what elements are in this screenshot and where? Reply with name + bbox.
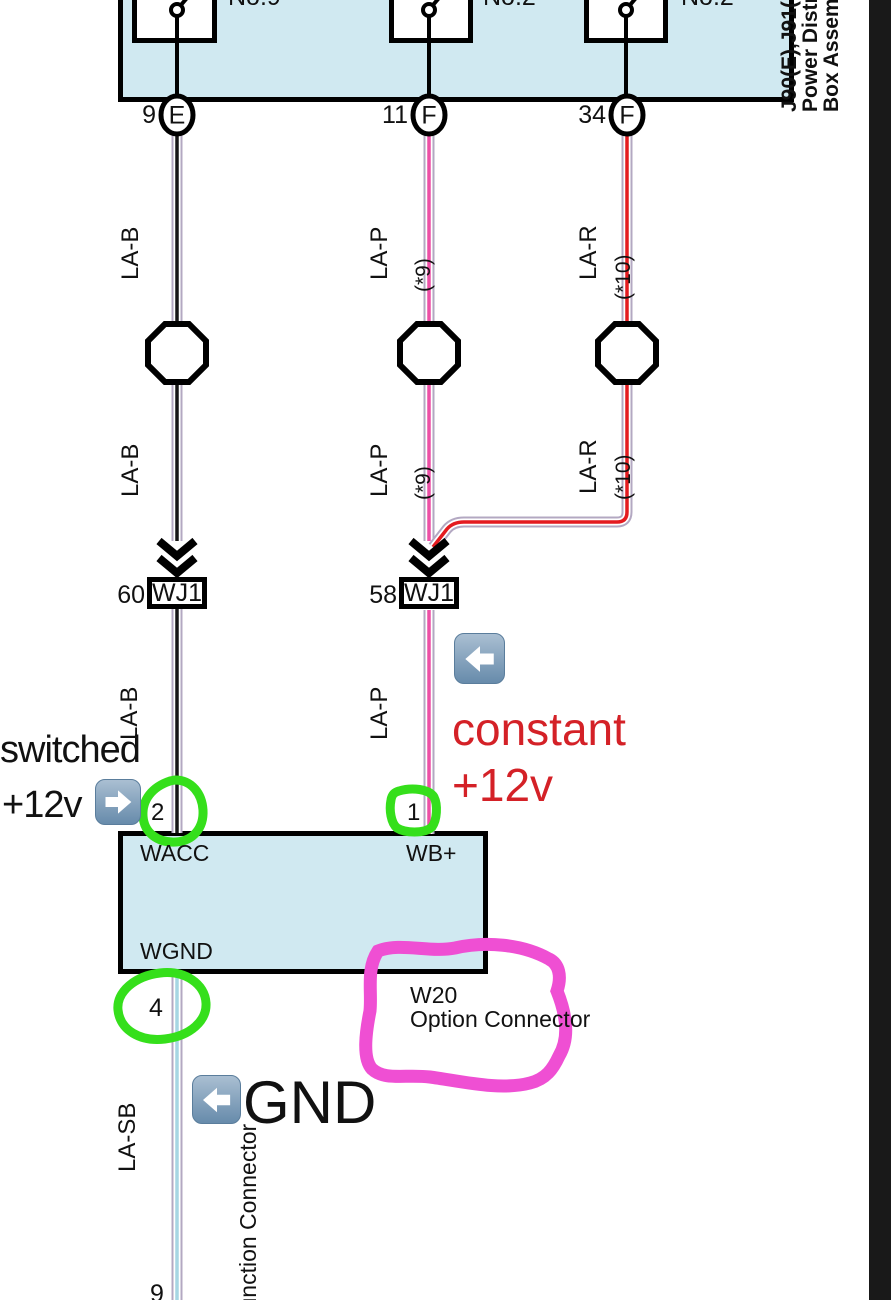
left-arrow-glyph-constant <box>464 645 494 672</box>
terminal-wacc-label: WACC <box>140 840 210 866</box>
power-box-side-label-line2: Power Distrib <box>799 0 822 112</box>
constant-annotation-word: constant <box>452 703 626 755</box>
top-pin-1-number: 9 <box>142 101 156 129</box>
wire-label-la-p-upper: LA-P <box>366 226 393 280</box>
right-arrow-emoji-icon <box>95 779 141 825</box>
wire-label-la-p-lower: LA-P <box>366 686 393 740</box>
wire-note-10-mid: (*10) <box>612 454 635 500</box>
top-pin-2-letter: F <box>421 101 437 130</box>
green-circle-pin4 <box>113 968 211 1044</box>
top-pin-2-number: 11 <box>382 101 408 129</box>
terminal-wgnd-label: WGND <box>140 938 213 964</box>
gnd-annotation: GND <box>243 1069 377 1136</box>
bottom-pin-9-number: 9 <box>150 1280 164 1300</box>
junction-60-label: WJ1 <box>152 578 202 607</box>
junction-58-label: WJ1 <box>404 578 454 607</box>
power-box-side-label-line1: J90(E),J91(F <box>778 0 801 112</box>
pin-2-number: 2 <box>151 799 165 826</box>
wire-note-9-upper: (*9) <box>412 258 435 292</box>
relay-2-label: No.2 <box>483 0 536 11</box>
wire-note-10-upper: (*10) <box>612 254 635 300</box>
wire-label-la-b-mid: LA-B <box>117 443 144 497</box>
wire-note-9-mid: (*9) <box>412 466 435 500</box>
relay-switch-symbols <box>169 0 637 98</box>
junction-60-box: WJ1 <box>147 577 207 609</box>
top-pin-3-letter: F <box>619 101 635 130</box>
photo-edge-strip <box>869 0 891 1300</box>
junction-58-number: 58 <box>369 581 397 609</box>
top-pin-3-number: 34 <box>578 101 606 129</box>
terminal-wbplus-label: WB+ <box>406 840 457 866</box>
green-circle-pin1 <box>385 784 441 837</box>
wire-label-la-r-mid: LA-R <box>575 439 602 494</box>
green-circle-pin2 <box>138 775 208 847</box>
left-arrow-glyph-gnd <box>202 1087 230 1112</box>
left-arrow-emoji-icon-gnd <box>192 1075 241 1124</box>
w20-name-line2: Option Connector <box>410 1006 591 1032</box>
power-box-side-label-line3: Box Assemb <box>820 0 843 112</box>
switched-annotation-volts: +12v <box>2 784 82 826</box>
splice-octagons <box>145 321 659 385</box>
constant-annotation-volts: +12v <box>452 759 554 811</box>
wire-label-la-sb: LA-SB <box>114 1102 141 1172</box>
down-chevron-arrows <box>156 537 450 579</box>
wire-label-la-b-upper: LA-B <box>117 226 144 280</box>
wire-label-la-p-mid: LA-P <box>366 443 393 497</box>
top-pin-ellipses <box>158 93 646 137</box>
junction-connector-vertical-label: Junction Connector <box>235 1123 261 1300</box>
top-pin-1-letter: E <box>168 101 186 130</box>
green-highlight-circles <box>113 775 441 1044</box>
switched-annotation-word: switched <box>0 729 141 771</box>
wire-label-la-r-upper: LA-R <box>575 225 602 280</box>
relay-3-label: No.2 <box>681 0 734 11</box>
junction-58-box: WJ1 <box>399 577 459 609</box>
junction-60-number: 60 <box>117 581 145 609</box>
relay-1-label: No.9 <box>228 0 281 11</box>
magenta-scribble-box <box>359 937 573 1093</box>
left-arrow-emoji-icon-constant <box>454 633 505 684</box>
pin-1-number: 1 <box>407 799 421 826</box>
wire-la-r <box>428 133 633 551</box>
w20-name-line1: W20 <box>410 982 458 1008</box>
right-arrow-glyph <box>105 790 132 814</box>
pin-4-number: 4 <box>149 994 163 1022</box>
